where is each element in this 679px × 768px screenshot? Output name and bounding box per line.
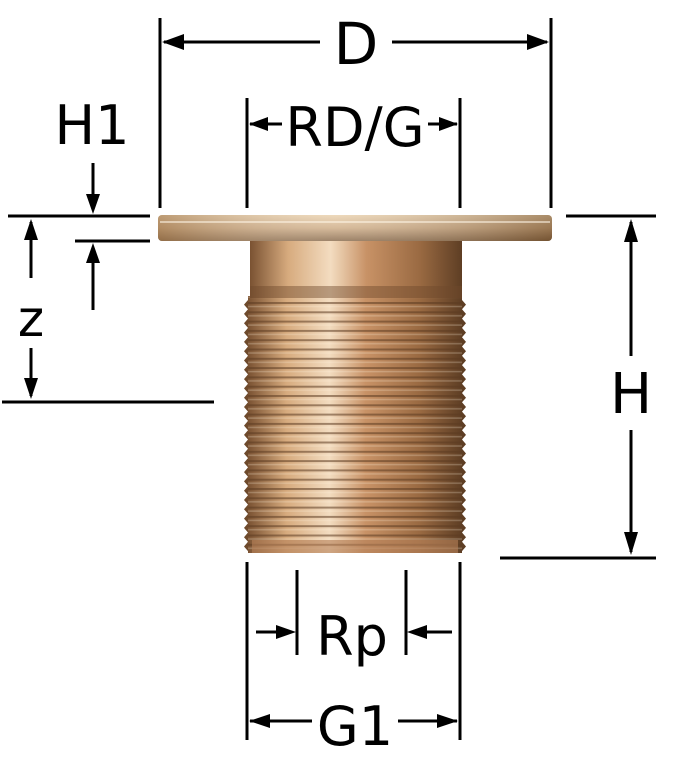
H-arrow-bottom <box>624 532 638 555</box>
dimension-Rp <box>256 570 452 655</box>
H1-arrow-top <box>86 194 100 214</box>
neck <box>250 240 462 298</box>
RDG-arrow-left <box>249 117 268 131</box>
dimension-D <box>158 18 553 208</box>
neck-shade <box>250 286 462 298</box>
D-label: D <box>334 10 379 78</box>
dimension-G1 <box>245 562 462 740</box>
Rp-label: Rp <box>316 605 388 668</box>
H-label: H <box>610 362 652 427</box>
z-label: z <box>18 290 44 348</box>
H-arrow-top <box>624 219 638 242</box>
thread-grooves <box>248 296 462 553</box>
Rp-arrow-right <box>407 625 427 639</box>
thread-crest-left <box>244 300 248 552</box>
RDG-label: RD/G <box>285 96 424 159</box>
bottom-chamfer <box>252 540 458 553</box>
z-arrow-top <box>24 219 38 240</box>
fitting-body <box>158 215 552 553</box>
RDG-arrow-right <box>439 117 458 131</box>
dimension-H1 <box>8 163 150 310</box>
flange-highlight <box>158 215 552 241</box>
G1-arrow-left <box>249 714 270 728</box>
H1-label: H1 <box>55 94 130 157</box>
z-arrow-bottom <box>24 378 38 399</box>
dimension-z <box>2 219 214 404</box>
G1-label: G1 <box>317 695 393 758</box>
G1-arrow-right <box>437 714 458 728</box>
D-arrow-left <box>162 34 184 50</box>
dimension-RDG <box>245 98 462 208</box>
H1-arrow-bottom <box>86 243 100 263</box>
dimension-H <box>500 214 656 560</box>
D-arrow-right <box>527 34 549 50</box>
thread-crest-right <box>462 300 466 552</box>
Rp-arrow-left <box>276 625 296 639</box>
